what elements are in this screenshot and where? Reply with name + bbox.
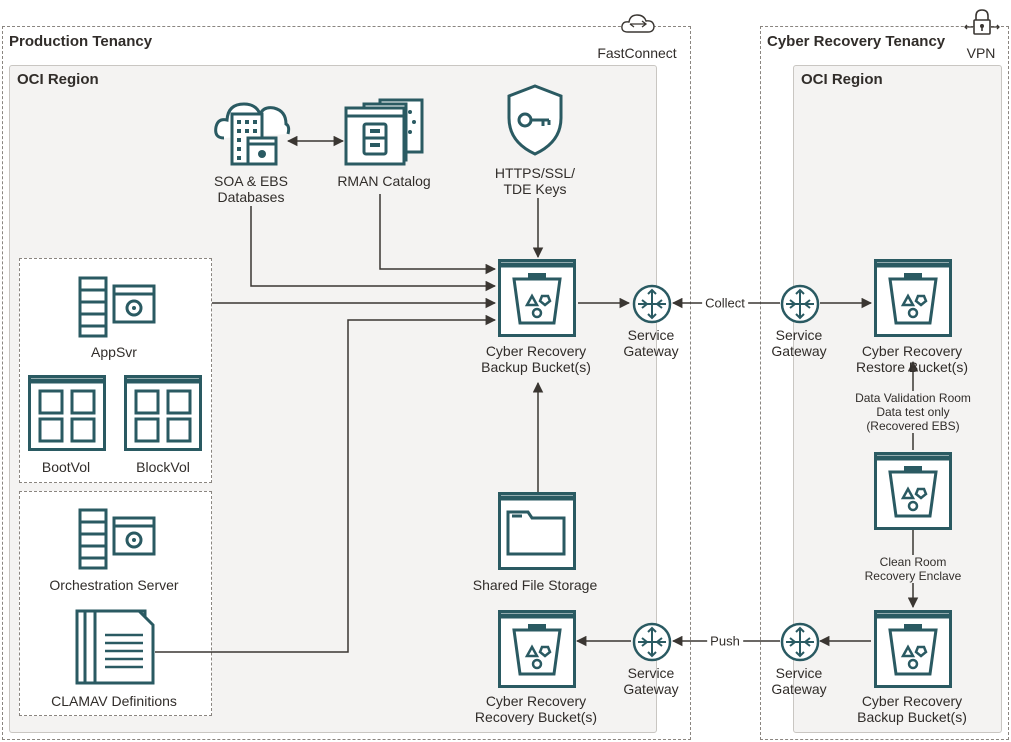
cyber-sgw-top-label-1: Service — [775, 327, 823, 343]
cyber-backup-bucket-label-2: Backup Bucket(s) — [857, 709, 967, 725]
cyber-region-title: OCI Region — [801, 71, 883, 88]
clean-room-label-2: Recovery Enclave — [862, 569, 964, 583]
recovery-bucket-icon — [498, 610, 576, 688]
cyber-sgw-bottom-label-1: Service — [775, 665, 823, 681]
backup-bucket-label-2: Backup Bucket(s) — [481, 359, 591, 375]
cyber-tenancy-title: Cyber Recovery Tenancy — [767, 33, 946, 50]
recovery-bucket-label-1: Cyber Recovery — [485, 693, 587, 709]
clamav-document-icon — [75, 609, 155, 685]
cyber-backup-bucket-label-1: Cyber Recovery — [861, 693, 963, 709]
rman-catalog-label: RMAN Catalog — [337, 173, 431, 189]
appsvr-label: AppSvr — [91, 344, 137, 360]
push-edge-label: Push — [707, 633, 743, 649]
blockvol-label: BlockVol — [136, 459, 190, 475]
orchestration-label: Orchestration Server — [49, 577, 179, 593]
service-gateway-icon — [780, 622, 820, 662]
vpn-label: VPN — [966, 45, 996, 61]
soa-ebs-label-1: SOA & EBS — [214, 173, 288, 189]
recovery-bucket-label-2: Recovery Bucket(s) — [474, 709, 598, 725]
backup-bucket-icon — [498, 259, 576, 337]
validation-bucket-icon — [874, 452, 952, 530]
bootvol-label: BootVol — [41, 459, 91, 475]
vpn-lock-icon — [964, 9, 1000, 35]
clean-room-label-1: Clean Room — [877, 555, 949, 569]
shared-file-storage-icon — [498, 492, 576, 570]
rman-catalog-icon — [344, 98, 424, 166]
shield-key-icon — [507, 84, 563, 156]
keys-label-1: HTTPS/SSL/ — [494, 165, 576, 181]
soa-ebs-label-2: Databases — [217, 189, 285, 205]
production-tenancy — [2, 26, 691, 740]
cyber-sgw-bottom-label-2: Gateway — [771, 681, 827, 697]
validation-label-3: (Recovered EBS) — [864, 419, 962, 433]
validation-label-1: Data Validation Room — [853, 391, 973, 405]
orchestration-server-icon — [78, 508, 156, 570]
keys-label-2: TDE Keys — [503, 181, 567, 197]
backup-bucket-label-1: Cyber Recovery — [485, 343, 587, 359]
block-volume-icon — [124, 375, 202, 451]
sgw-bottom-label-2: Gateway — [623, 681, 679, 697]
sgw-top-label-1: Service — [627, 327, 675, 343]
service-gateway-icon — [632, 622, 672, 662]
boot-volume-icon — [28, 375, 106, 451]
restore-bucket-icon — [874, 259, 952, 337]
shared-fs-label: Shared File Storage — [472, 577, 598, 593]
fastconnect-cloud-icon — [621, 14, 655, 33]
service-gateway-icon — [632, 284, 672, 324]
validation-label-2: Data test only — [874, 405, 952, 419]
cyber-sgw-top-label-2: Gateway — [771, 343, 827, 359]
clamav-label: CLAMAV Definitions — [51, 693, 177, 709]
sgw-top-label-2: Gateway — [623, 343, 679, 359]
cyber-backup-bucket-icon — [874, 610, 952, 688]
collect-edge-label: Collect — [702, 295, 748, 311]
database-cloud-icon — [214, 102, 291, 166]
app-server-icon — [78, 276, 156, 338]
fastconnect-label: FastConnect — [597, 45, 677, 61]
restore-bucket-label-2: Restore Bucket(s) — [855, 359, 969, 375]
sgw-bottom-label-1: Service — [627, 665, 675, 681]
production-tenancy-title: Production Tenancy — [9, 33, 153, 50]
restore-bucket-label-1: Cyber Recovery — [861, 343, 963, 359]
service-gateway-icon — [780, 284, 820, 324]
production-region-title: OCI Region — [17, 71, 99, 88]
cyber-recovery-tenancy — [760, 26, 1009, 740]
